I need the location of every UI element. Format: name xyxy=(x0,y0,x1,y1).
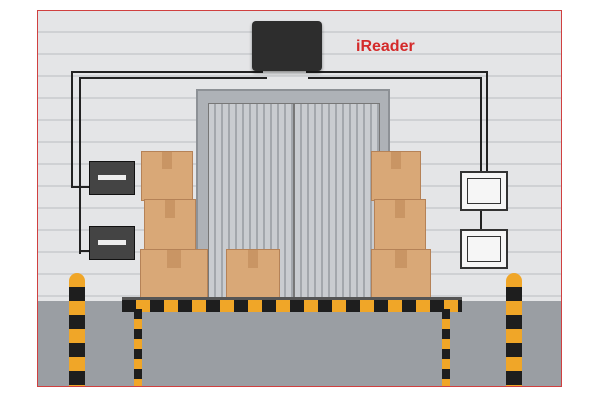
wire xyxy=(308,77,482,255)
cardboard-box xyxy=(374,199,426,251)
diagram-frame: iReader xyxy=(37,10,562,387)
wire xyxy=(81,250,91,252)
antenna-right-2 xyxy=(460,229,508,269)
platform-leg xyxy=(134,309,142,386)
bollard-left xyxy=(69,273,85,386)
antenna-left-1 xyxy=(89,161,135,195)
floor xyxy=(38,301,561,386)
cardboard-box xyxy=(226,249,280,301)
antenna-right-1 xyxy=(460,171,508,211)
wire xyxy=(73,186,91,188)
loading-platform xyxy=(122,297,462,312)
cardboard-box xyxy=(371,151,421,201)
wire xyxy=(306,71,488,191)
antenna-left-2 xyxy=(89,226,135,260)
platform-leg xyxy=(442,309,450,386)
cardboard-box xyxy=(144,199,196,251)
wire xyxy=(71,71,263,188)
reader-label: iReader xyxy=(356,38,415,55)
cardboard-box xyxy=(140,249,208,301)
wire xyxy=(79,77,267,254)
cardboard-box xyxy=(141,151,193,201)
rfid-reader-device xyxy=(252,21,322,71)
bollard-right xyxy=(506,273,522,386)
cardboard-box xyxy=(371,249,431,301)
